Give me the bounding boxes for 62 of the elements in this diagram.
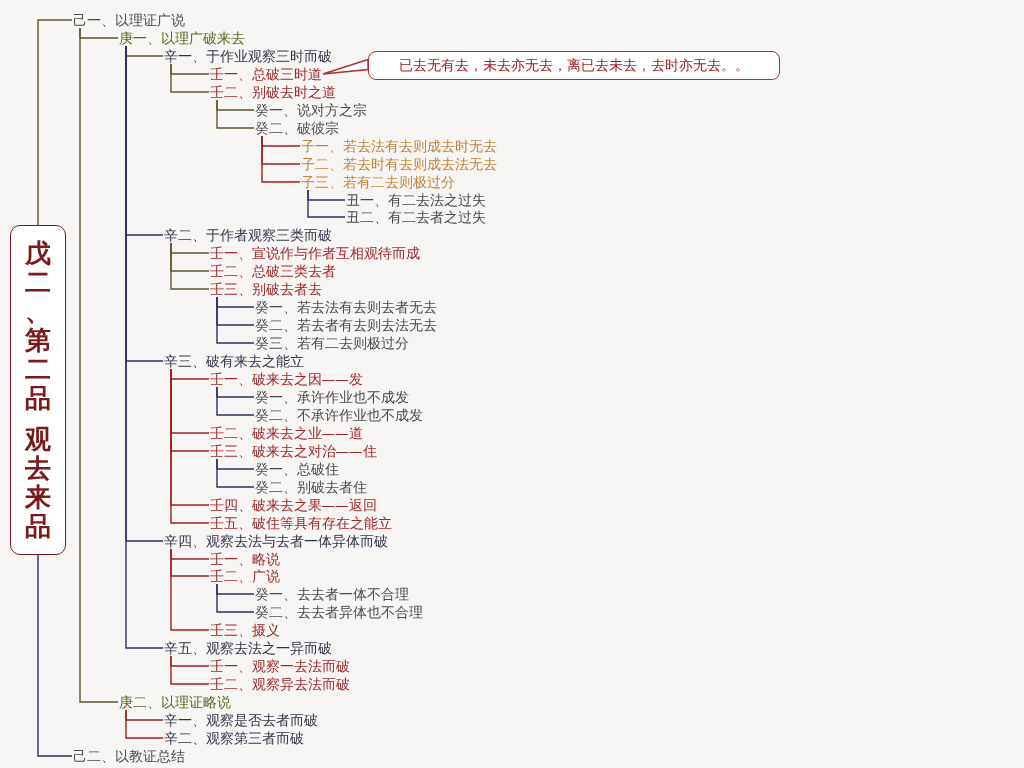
- outline-heading: 丑二、有二去者之过失: [345, 209, 487, 226]
- outline-heading: 辛一、观察是否去者而破: [163, 712, 319, 729]
- outline-heading: 子二、若去时有去则成去法无去: [299, 155, 498, 172]
- outline-heading: 壬一、破来去之因——发: [208, 371, 364, 387]
- connector-line: [216, 458, 255, 488]
- outline-heading: 壬一、观察一去法而破: [208, 658, 351, 675]
- outline-heading: 癸二、破彼宗: [254, 119, 340, 136]
- outline-heading: 庚一、以理广破来去: [117, 29, 246, 46]
- outline-heading: 壬四、破来去之果——返回: [208, 496, 378, 513]
- connector-line: [125, 709, 164, 739]
- outline-heading: 庚二、以理证略说: [117, 694, 232, 711]
- outline-heading: 壬二、广说: [208, 568, 281, 585]
- outline-heading: 壬三、摄义: [208, 622, 281, 639]
- outline-heading: 癸一、承许作业也不成发: [254, 388, 410, 405]
- outline-heading: 子三、若有二去则极过分: [299, 173, 456, 190]
- connector-line: [170, 242, 210, 290]
- connector-line: [216, 296, 255, 344]
- outline-heading: 癸二、别破去者住: [254, 478, 368, 495]
- outline-heading: 壬三、破来去之对治——住: [208, 442, 378, 459]
- connector-line: [125, 45, 164, 649]
- connector-line: [79, 27, 119, 703]
- vertical-title-text: 戊二、第二品: [24, 239, 52, 413]
- outline-heading: 壬一、总破三时道: [208, 65, 323, 82]
- outline-heading: 壬二、别破去时之道: [208, 83, 337, 100]
- connector-line: [216, 583, 255, 613]
- outline-heading: 子一、若去法有去则成去时无去: [299, 137, 498, 154]
- outline-heading: 癸二、不承许作业也不成发: [254, 406, 424, 423]
- outline-heading: 壬二、总破三类去者: [208, 263, 337, 280]
- outline-heading: 辛三、破有来去之能立: [163, 353, 305, 370]
- outline-heading: 辛二、观察第三者而破: [163, 730, 305, 747]
- outline-heading: 癸一、若去法有去则去者无去: [254, 299, 438, 316]
- outline-heading: 己二、以教证总结: [72, 748, 186, 764]
- outline-heading: 壬一、宣说作与作者互相观待而成: [208, 245, 421, 262]
- outline-heading: 己一、以理证广说: [72, 12, 186, 28]
- title-box: [10, 225, 66, 555]
- connector-line: [37, 554, 73, 757]
- connector-line: [307, 189, 346, 218]
- outline-heading: 癸一、去去者一体不合理: [254, 586, 410, 603]
- outline-heading: 壬五、破住等具有存在之能立: [208, 514, 393, 531]
- outline-heading: 壬二、观察异去法而破: [208, 676, 351, 693]
- outline-heading: 癸一、总破住: [254, 460, 340, 477]
- callout-pointer: [322, 58, 369, 75]
- outline-heading: 壬一、略说: [208, 550, 281, 567]
- outline-heading: 癸二、若去者有去则去法无去: [254, 317, 438, 334]
- connector-line: [37, 19, 73, 226]
- connector-line: [170, 548, 210, 631]
- outline-heading: 癸三、若有二去则极过分: [254, 335, 410, 352]
- outline-heading: 丑一、有二去法之过失: [345, 191, 487, 208]
- outline-heading: 辛二、于作者观察三类而破: [163, 227, 333, 244]
- connector-line: [216, 99, 255, 129]
- outline-heading: 辛四、观察去法与去者一体异体而破: [163, 532, 389, 549]
- outline-heading: 癸一、说对方之宗: [254, 101, 368, 118]
- outline-heading: 癸二、去去者异体也不合理: [254, 604, 424, 621]
- vertical-title-text: 观去来品: [24, 425, 52, 541]
- outline-heading: 壬三、别破去者去: [208, 281, 323, 298]
- connector-line: [261, 135, 301, 183]
- outline-heading: 辛一、于作业观察三时而破: [163, 47, 333, 64]
- connector-line: [170, 63, 210, 93]
- connector-line: [170, 655, 210, 685]
- outline-heading: 壬二、破来去之业——道: [208, 424, 364, 441]
- connector-line: [216, 386, 255, 416]
- outline-heading: 辛五、观察去法之一异而破: [163, 640, 333, 657]
